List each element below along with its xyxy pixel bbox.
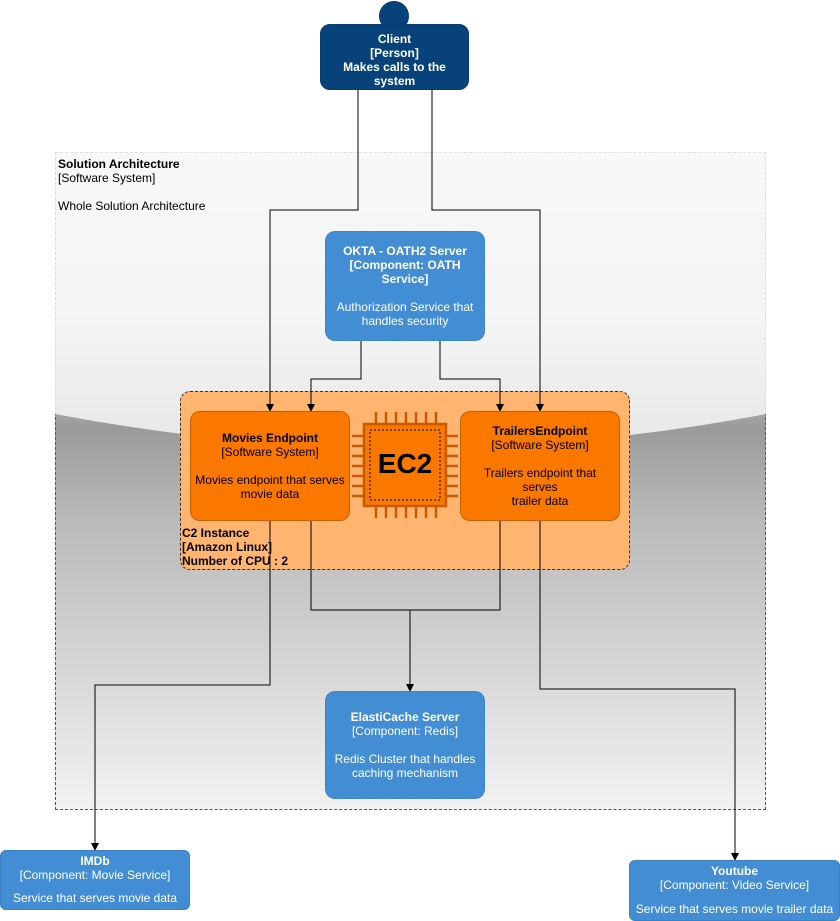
okta-title: OKTA - OATH2 Server bbox=[343, 244, 467, 258]
client-person-box[interactable]: Client [Person] Makes calls to the syste… bbox=[320, 24, 469, 90]
elasticache-title: ElastiCache Server bbox=[350, 710, 460, 724]
youtube-service-box[interactable]: Youtube [Component: Video Service] Servi… bbox=[629, 860, 840, 921]
elasticache-server-box[interactable]: ElastiCache Server [Component: Redis] Re… bbox=[325, 691, 485, 799]
elasticache-desc-line1: Redis Cluster that handles bbox=[334, 752, 476, 766]
movies-endpoint-box[interactable]: Movies Endpoint [Software System] Movies… bbox=[190, 411, 350, 521]
okta-desc-line2: handles security bbox=[361, 314, 449, 328]
youtube-type: [Component: Video Service] bbox=[659, 878, 810, 892]
imdb-type: [Component: Movie Service] bbox=[19, 868, 171, 882]
trailers-type: [Software System] bbox=[491, 438, 589, 452]
imdb-desc: Service that serves movie data bbox=[12, 891, 178, 905]
ec2-chip-icon bbox=[352, 412, 458, 518]
connector-movies-elasticache bbox=[307, 514, 414, 692]
client-title: Client bbox=[377, 32, 412, 46]
connector-client-movies bbox=[266, 83, 362, 412]
elasticache-desc-line2: caching mechanism bbox=[351, 766, 459, 780]
client-type: [Person] bbox=[370, 46, 419, 60]
solution-desc: Whole Solution Architecture bbox=[58, 199, 206, 213]
movies-type: [Software System] bbox=[221, 445, 319, 459]
ec2-chip-label: EC2 bbox=[377, 448, 433, 479]
connector-movies-imdb bbox=[91, 514, 274, 851]
connector-okta-trailers bbox=[436, 334, 504, 412]
connector-client-trailers bbox=[428, 83, 544, 412]
trailers-endpoint-box[interactable]: TrailersEndpoint [Software System] Trail… bbox=[460, 411, 620, 521]
solution-type: [Software System] bbox=[58, 171, 156, 185]
okta-desc-line1: Authorization Service that bbox=[336, 300, 474, 314]
solution-title: Solution Architecture bbox=[58, 157, 180, 171]
youtube-desc: Service that serves movie trailer data bbox=[635, 902, 834, 916]
imdb-service-box[interactable]: IMDb [Component: Movie Service] Service … bbox=[0, 850, 190, 910]
connector-trailers-youtube bbox=[536, 514, 739, 861]
trailers-title: TrailersEndpoint bbox=[492, 424, 588, 438]
okta-server-box[interactable]: OKTA - OATH2 Server [Component: OATH Ser… bbox=[325, 231, 485, 341]
movies-desc-line1: Movies endpoint that serves bbox=[195, 473, 345, 487]
client-desc: Makes calls to the system bbox=[343, 60, 446, 88]
solution-architecture-label: Solution Architecture [Software System] … bbox=[58, 157, 205, 213]
imdb-title: IMDb bbox=[80, 854, 110, 868]
connector-trailers-elasticache bbox=[410, 514, 504, 611]
trailers-desc-line2: trailer data bbox=[511, 494, 569, 508]
youtube-title: Youtube bbox=[710, 864, 759, 878]
movies-desc-line2: movie data bbox=[240, 487, 300, 501]
movies-title: Movies Endpoint bbox=[222, 431, 318, 445]
trailers-desc-line1: Trailers endpoint that serves bbox=[483, 466, 597, 494]
elasticache-type: [Component: Redis] bbox=[351, 724, 459, 738]
okta-type: [Component: OATH Service] bbox=[349, 258, 461, 286]
connector-okta-movies bbox=[307, 334, 365, 412]
